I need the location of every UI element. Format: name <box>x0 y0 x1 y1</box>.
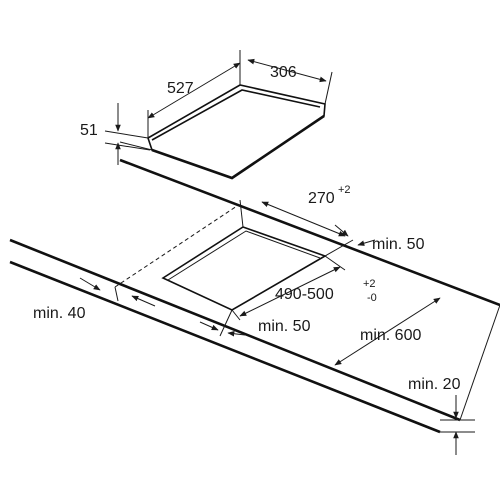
dimension-cutout-depth: 490-500 +2 -0 <box>231 255 377 321</box>
worktop-front-top-edge <box>9 238 461 422</box>
hob-front-face <box>151 114 325 180</box>
dimension-hob-height: 51 <box>80 103 151 165</box>
hob-height-label: 51 <box>80 122 98 139</box>
worktop-front-bottom-edge <box>9 260 441 434</box>
cutout-depth-tolerance-plus: +2 <box>363 278 376 290</box>
worktop-right-end <box>459 304 500 421</box>
dimension-min-wall: min. 600 <box>334 297 441 366</box>
dimension-hob-width: 306 <box>247 58 333 105</box>
dimension-hob-depth: 527 <box>147 50 241 138</box>
worktop <box>9 158 500 434</box>
hob-appliance <box>119 84 326 180</box>
min-wall-label: min. 600 <box>360 327 421 344</box>
hob-width-label: 306 <box>270 64 297 81</box>
hob-base <box>119 141 153 151</box>
cutout-width-tolerance: +2 <box>338 184 351 196</box>
worktop-back-edge <box>119 158 500 307</box>
dimension-min-front: min. 50 <box>199 309 311 337</box>
cutout-depth-tolerance-minus: -0 <box>367 292 377 304</box>
cutout-width-label: 270 <box>308 190 335 207</box>
dimension-min-rear: min. 50 <box>334 224 425 253</box>
min-front-label: min. 50 <box>258 318 311 335</box>
hob-top-edge <box>151 89 321 141</box>
min-thickness-label: min. 20 <box>408 376 461 393</box>
min-side-label: min. 40 <box>33 305 86 322</box>
dimension-min-side: min. 40 <box>33 277 156 322</box>
cutout-inner-wall <box>167 230 321 281</box>
hob-depth-label: 527 <box>167 80 194 97</box>
cutout-depth-label: 490-500 <box>275 286 334 303</box>
dimension-cutout-width: 270 +2 <box>239 184 354 257</box>
dimension-min-thickness: min. 20 <box>408 376 475 455</box>
hob-top-surface <box>147 84 326 179</box>
min-rear-label: min. 50 <box>372 236 425 253</box>
